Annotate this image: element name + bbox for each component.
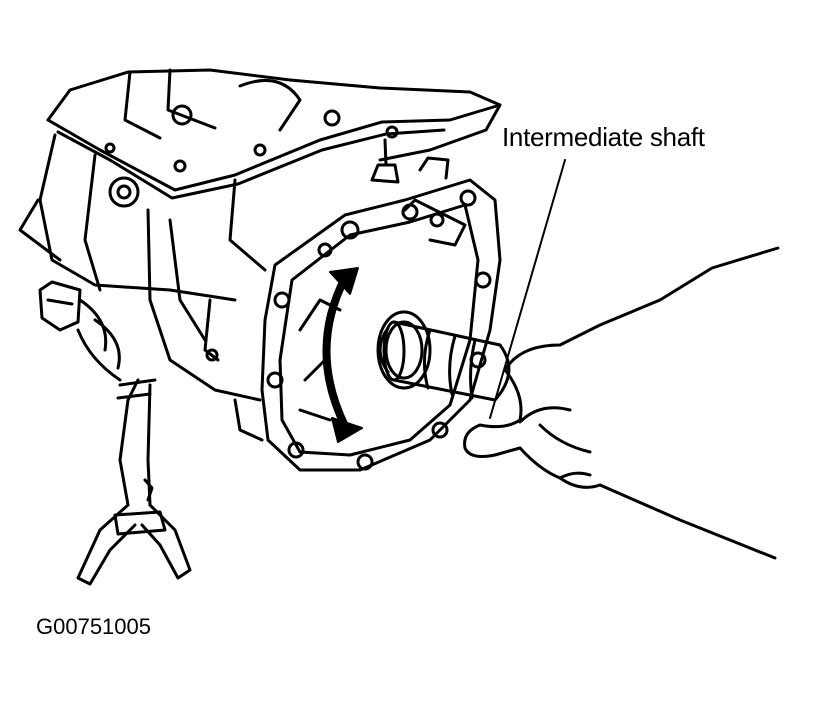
rotation-arrow-icon	[322, 267, 363, 443]
transmission-case-drawing	[18, 68, 502, 586]
intermediate-shaft-label: Intermediate shaft	[502, 122, 705, 152]
figure-id: G00751005	[36, 614, 151, 639]
hand-drawing	[463, 246, 780, 560]
callout-leader-line	[489, 159, 566, 419]
